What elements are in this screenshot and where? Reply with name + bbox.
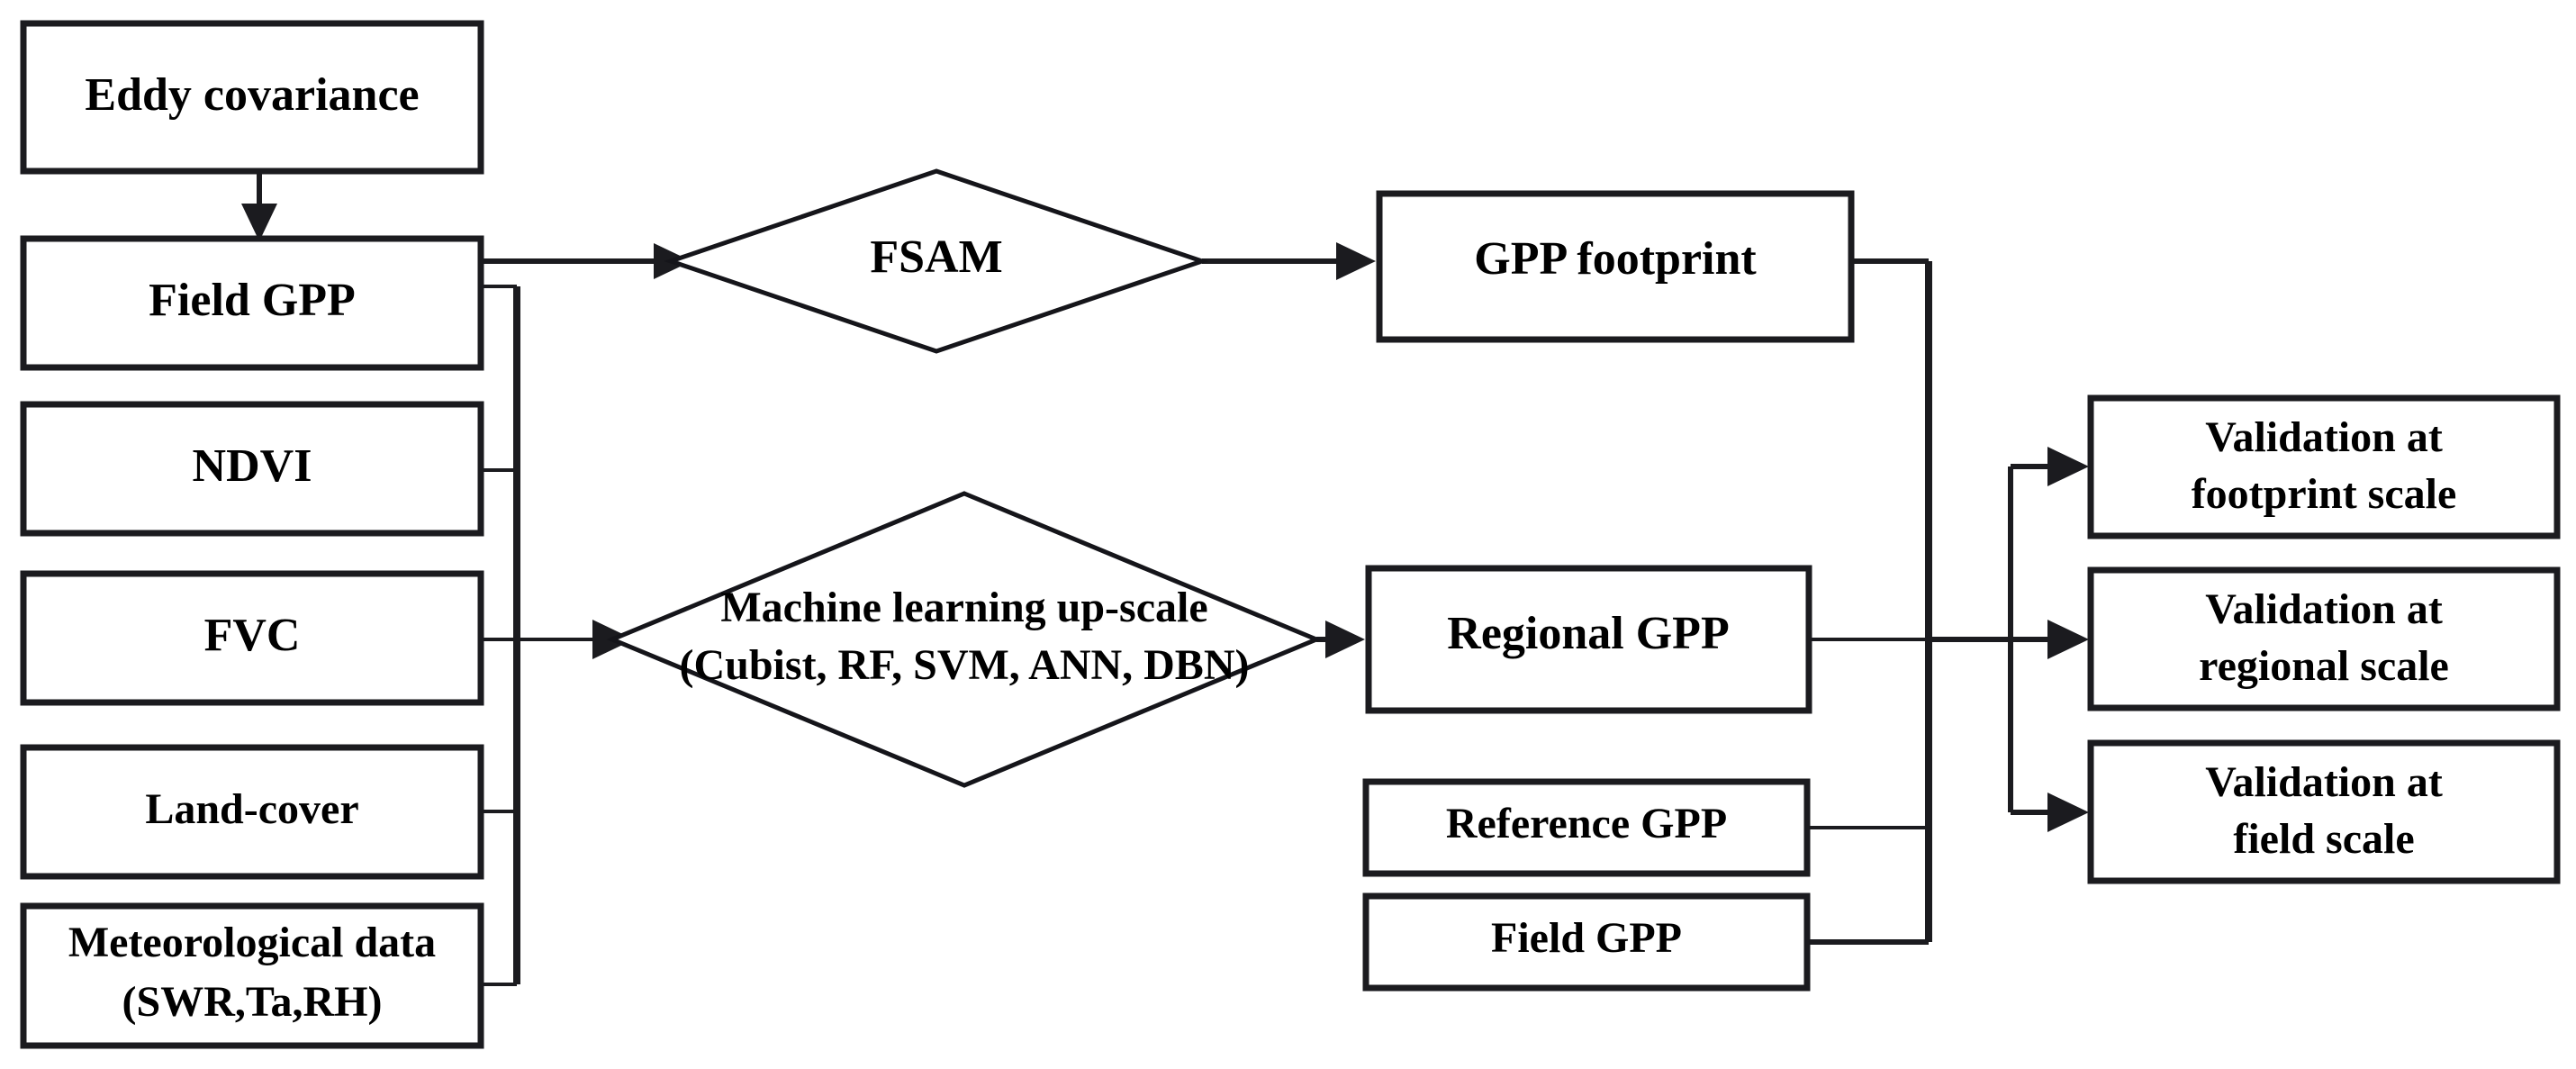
node-fsam[interactable]: FSAM [664, 168, 1209, 354]
node-validation-regional[interactable]: Validation at regional scale [2087, 566, 2561, 711]
edge-eddy-to-field-gpp [241, 171, 277, 241]
node-field-gpp[interactable]: Field GPP [20, 235, 484, 371]
node-eddy-covariance[interactable]: Eddy covariance [20, 20, 484, 175]
node-label-field-gpp-out: Field GPP [1491, 914, 1682, 962]
node-label-meteorological-data-line1: Meteorological data [68, 919, 436, 966]
node-label-validation-footprint-line2: footprint scale [2192, 470, 2457, 518]
node-label-eddy-covariance: Eddy covariance [85, 69, 419, 121]
node-label-ml-upscale-title-line1: Machine learning up-scale [720, 584, 1207, 631]
node-label-validation-field-line2: field scale [2233, 815, 2414, 863]
node-validation-footprint[interactable]: Validation at footprint scale [2087, 394, 2561, 539]
node-label-field-gpp: Field GPP [149, 275, 356, 326]
node-label-validation-regional-line1: Validation at [2205, 585, 2443, 633]
node-meteorological-data[interactable]: Meteorological data (SWR,Ta,RH) [20, 902, 484, 1049]
node-ml-upscale[interactable]: Machine learning up-scale (Cubist, RF, S… [606, 491, 1323, 788]
node-label-regional-gpp: Regional GPP [1447, 608, 1729, 659]
node-label-ndvi: NDVI [193, 440, 312, 492]
node-label-meteorological-data-line2: (SWR,Ta,RH) [122, 978, 383, 1026]
node-fvc[interactable]: FVC [20, 570, 484, 706]
edge-bus-to-validations [1929, 447, 2089, 832]
node-label-validation-field-line1: Validation at [2205, 758, 2443, 806]
node-label-gpp-footprint: GPP footprint [1474, 233, 1757, 285]
node-label-fvc: FVC [204, 610, 301, 661]
edge-fsam-to-gpp-footprint [1202, 242, 1376, 280]
node-label-ml-upscale-line2: (Cubist, RF, SVM, ANN, DBN) [680, 641, 1250, 689]
edge-left-input-bus [481, 285, 520, 986]
edge-right-output-bus [1807, 258, 1932, 945]
node-label-reference-gpp: Reference GPP [1446, 800, 1727, 847]
node-ndvi[interactable]: NDVI [20, 401, 484, 537]
node-label-fsam: FSAM [870, 231, 1002, 283]
node-label-validation-regional-line2: regional scale [2199, 642, 2449, 690]
node-label-validation-footprint-line1: Validation at [2205, 413, 2443, 461]
node-land-cover[interactable]: Land-cover [20, 744, 484, 880]
edge-ml-upscale-to-regional-gpp [1316, 621, 1365, 658]
node-field-gpp-out[interactable]: Field GPP [1362, 892, 1811, 992]
node-gpp-footprint[interactable]: GPP footprint [1376, 190, 1855, 343]
edge-field-gpp-to-fsam [481, 243, 691, 279]
node-reference-gpp[interactable]: Reference GPP [1362, 778, 1811, 877]
node-regional-gpp[interactable]: Regional GPP [1365, 565, 1812, 714]
node-validation-field[interactable]: Validation at field scale [2087, 739, 2561, 884]
node-label-land-cover: Land-cover [145, 785, 358, 833]
